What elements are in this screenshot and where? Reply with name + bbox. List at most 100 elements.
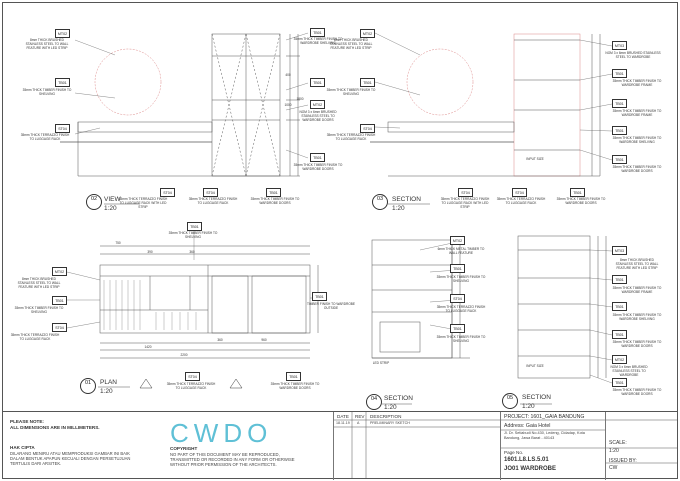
note: 35mm THICK TERRAZZO FINISH TO LUGGAGE RA…: [436, 305, 486, 313]
note: 35mm THICK TIMBER FINISH TO WARDROBE DOO…: [250, 197, 300, 205]
note: 35mm THICK TERRAZZO FINISH TO LUGGAGE RA…: [166, 382, 216, 390]
note: 35mm THICK TIMBER FINISH TO SHELVING: [14, 306, 64, 314]
tag-tb01: TB01: [612, 275, 627, 284]
view-number: 03: [372, 194, 388, 210]
scale-label: SCALE:: [609, 440, 627, 446]
tag-tb01: TB01: [612, 155, 627, 164]
view-title: PLAN: [100, 379, 117, 386]
row-date: 18.11.19: [336, 421, 350, 425]
col-rev: REV: [355, 414, 365, 419]
tag-st04: ST04: [185, 372, 200, 381]
note: INPUT SIZE: [526, 157, 544, 161]
tag-mt02: MT02: [450, 236, 465, 245]
dimension: 390: [147, 250, 153, 254]
note: 6mm THICK METAL TIMBER TO WALL FEATURE: [437, 247, 485, 255]
sheet-title: JO01 WARDROBE: [504, 466, 557, 472]
tag-tb01: TB01: [450, 264, 465, 273]
note: 35mm THICK TIMBER FINISH TO WARDROBE DOO…: [612, 340, 662, 348]
tag-tb01: TB01: [570, 188, 585, 197]
view-scale: 1:20: [522, 403, 535, 410]
view-number: 05: [502, 393, 518, 409]
view-title: SECTION: [522, 394, 551, 401]
view-scale: 1:20: [100, 388, 113, 395]
note: 8mm THICK BRUSHED STAINLESS STEEL TO WAL…: [615, 258, 659, 270]
view03-light-circle: [406, 48, 474, 116]
tag-tb01: TB01: [310, 153, 325, 162]
tag-st04: ST04: [52, 323, 67, 332]
copyright-text: NO PART OF THIS DOCUMENT MAY BE REPRODUC…: [170, 452, 295, 467]
tag-tb01: TB01: [312, 292, 327, 301]
tag-tb01: TB01: [612, 378, 627, 387]
note: 8mm THICK BRUSHED STAINLESS STEEL TO WAL…: [17, 277, 61, 289]
note: 35mm THICK TIMBER FINISH TO SHELVING: [436, 335, 486, 343]
tag-tb01: TB01: [450, 324, 465, 333]
address: Jl. Dr. Setiabudi No.430, Ledeng, Cidada…: [504, 431, 585, 440]
tag-st04: ST04: [450, 294, 465, 303]
tag-tb01: TB01: [612, 330, 627, 339]
note: 35mm THICK TIMBER FINISH TO SHELVING: [168, 231, 218, 239]
row-description: PRELIMINARY SKETCH: [370, 421, 410, 425]
dimension: 2200: [180, 353, 188, 357]
title-block: [2, 411, 678, 480]
note: 35mm THICK TIMBER FINISH TO WARDROBE FRA…: [612, 109, 662, 117]
note: 35mm THICK TIMBER FINISH TO WARDROBE SHE…: [293, 37, 343, 45]
note: 35mm THICK TIMBER FINISH TO WARDROBE SHE…: [612, 313, 662, 321]
cwdo-logo: CWDO: [170, 418, 273, 448]
note: 35mm THICK TERRAZZO FINISH TO LUGGAGE RA…: [20, 133, 70, 141]
tag-tb01: TB01: [187, 222, 202, 231]
dimension: 1000: [284, 103, 292, 107]
issued-label: ISSUED BY:: [609, 458, 637, 464]
please-note: PLEASE NOTE:: [10, 419, 44, 424]
note: 35mm THICK TIMBER FINISH TO SHELVING: [326, 88, 376, 96]
note: 35mm THICK TIMBER FINISH TO WARDROBE DOO…: [612, 388, 662, 396]
note: NOM 3 x 6mm BRUSHED STAINLESS STEEL TO W…: [605, 51, 661, 59]
note: TIMBER FINISH TO WARDROBE OUTSIDE: [306, 302, 356, 310]
dimension: 400: [285, 73, 291, 77]
note: 35mm THICK TERRAZZO FINISH TO LUGGAGE RA…: [496, 197, 546, 205]
tag-tb01: TB01: [52, 296, 67, 305]
tag-tb01: TB01: [360, 78, 375, 87]
note: 35mm THICK TERRAZZO FINISH TO LUGGAGE RA…: [326, 133, 376, 141]
hak-cipta-text: DILARANG MENIRU ATAU MEMPRODUKSI GAMBAR …: [10, 451, 131, 466]
note: 35mm THICK TIMBER FINISH TO SHELVING: [436, 275, 486, 283]
tag-tb01: TB01: [612, 69, 627, 78]
issued-value: CW: [609, 465, 618, 471]
view-title: SECTION: [384, 395, 413, 402]
tag-mt02: MT02: [52, 267, 67, 276]
col-description: DESCRIPTION: [370, 414, 402, 419]
view-scale: 1:20: [384, 404, 397, 411]
page-label: Page No.: [504, 450, 524, 455]
note: 35mm THICK TERRAZZO FINISH TO LUGGAGE RA…: [440, 197, 490, 209]
scale-value: 1:20: [609, 448, 619, 454]
tag-tb01: TB01: [266, 188, 281, 197]
dimensions-note: ALL DIMENSIONS ARE IN MILLIMETERS.: [10, 425, 100, 430]
tag-st04: ST04: [160, 188, 175, 197]
copyright-title: COPYRIGHT: [170, 446, 198, 451]
tag-tb01: TB01: [310, 28, 325, 37]
tag-mt02: MT02: [55, 29, 70, 38]
project-name: PROJECT: 1601_GAIA BANDUNG: [504, 414, 585, 420]
col-date: DATE: [337, 414, 349, 419]
note: NOM 3 x 6mm BRUSHED STAINLESS STEEL TO W…: [299, 110, 337, 122]
tag-mt03: MT03: [612, 41, 627, 50]
note: 35mm THICK TERRAZZO FINISH TO LUGGAGE RA…: [188, 197, 238, 205]
dimension: 360: [217, 338, 223, 342]
note: 8mm THICK BRUSHED STAINLESS STEEL TO WAL…: [329, 38, 373, 50]
note: 8mm THICK BRUSHED STAINLESS STEEL TO WAL…: [25, 38, 69, 50]
note: LED STRIP: [372, 361, 390, 365]
page-number: 1601.L8.LS.5.01: [504, 457, 549, 463]
note: 35mm THICK TIMBER FINISH TO WARDROBE FRA…: [612, 286, 662, 294]
dimension: 1420: [144, 345, 152, 349]
divider: [333, 412, 334, 480]
note: 35mm THICK TERRAZZO FINISH TO LUGGAGE RA…: [118, 197, 168, 209]
view-scale: 1:20: [392, 205, 405, 212]
note: 35mm THICK TIMBER FINISH TO WARDROBE FRA…: [612, 79, 662, 87]
tag-st04: ST04: [458, 188, 473, 197]
tag-mt02: MT02: [360, 29, 375, 38]
tag-tb01: TB01: [310, 78, 325, 87]
note: 35mm THICK TIMBER FINISH TO WARDROBE SHE…: [612, 136, 662, 144]
tag-st04: ST04: [512, 188, 527, 197]
note: 35mm THICK TIMBER FINISH TO WARDROBE DOO…: [612, 165, 662, 173]
